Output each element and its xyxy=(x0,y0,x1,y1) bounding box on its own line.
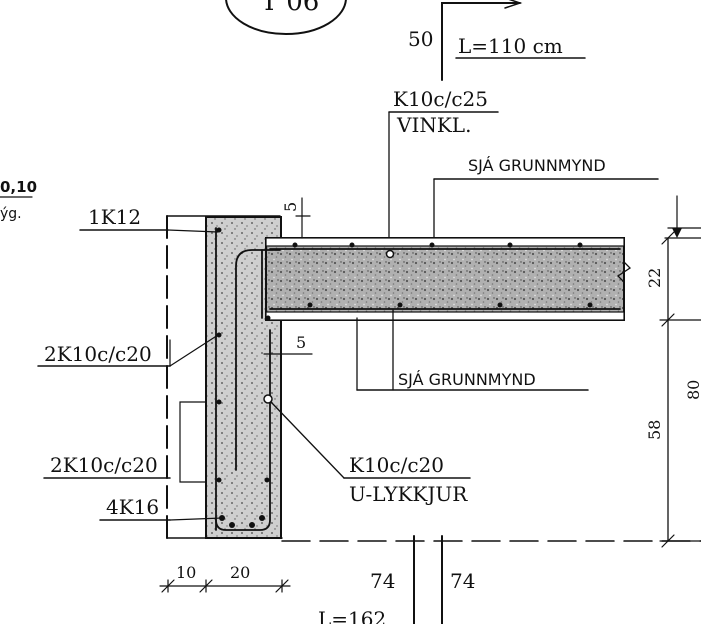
u-lykkjur-callout: K10c/c20 U-LYKKJUR xyxy=(270,401,471,506)
k10-c20-upper-label: 2K10c/c20 xyxy=(44,342,152,366)
k16-callout: 4K16 xyxy=(99,495,223,521)
k10-c20-lower-callout: 2K10c/c20 xyxy=(43,453,171,479)
top-bar-shape: 50 L=110 cm xyxy=(408,0,586,81)
cover-mid-dim: 5 xyxy=(263,333,313,363)
cover-mid-label: 5 xyxy=(296,333,306,352)
cover-top-label: 5 xyxy=(281,202,300,212)
grunnmynd-top-label: SJÁ GRUNNMYND xyxy=(468,156,606,175)
bottom-bar-shape: 74 74 L=162 xyxy=(318,535,475,624)
bottom-dimensions: 10 20 xyxy=(159,563,291,593)
slab-concrete xyxy=(265,237,625,321)
k12-label: 1K12 xyxy=(88,205,141,229)
slab-rebars xyxy=(269,242,621,310)
cut-left-top: 0,10 xyxy=(0,178,37,196)
bottom-qty-right: 74 xyxy=(450,569,475,593)
k10-c25-label: K10c/c25 xyxy=(393,87,488,111)
k16-label: 4K16 xyxy=(106,495,159,519)
grunnmynd-bottom-label: SJÁ GRUNNMYND xyxy=(398,370,536,389)
u-lykkjur-label: U-LYKKJUR xyxy=(349,482,468,506)
bottom-qty-left: 74 xyxy=(370,569,395,593)
vinkl-callout: K10c/c25 VINKL. xyxy=(388,87,499,255)
dim-22: 22 xyxy=(645,268,664,288)
u-bar-label: K10c/c20 xyxy=(349,453,444,477)
right-dimensions: 22 58 80 xyxy=(645,195,701,548)
wall-rebars xyxy=(215,227,281,531)
bottom-length: L=162 xyxy=(318,607,386,624)
vinkl-label: VINKL. xyxy=(396,113,471,137)
k10-c20-upper-callout: 2K10c/c20 xyxy=(37,334,219,367)
dim-20: 20 xyxy=(230,563,250,582)
top-bar-qty: 50 xyxy=(408,27,433,51)
dim-10: 10 xyxy=(176,563,196,582)
cut-left-bottom: ýg. xyxy=(0,206,22,222)
top-bar-length: L=110 cm xyxy=(458,34,563,58)
bubble-label: T 06 xyxy=(261,0,320,17)
dim-58: 58 xyxy=(645,420,664,440)
grunnmynd-bottom-callout: SJÁ GRUNNMYND xyxy=(356,309,589,391)
dim-80: 80 xyxy=(684,380,701,400)
k12-callout: 1K12 xyxy=(79,205,219,233)
grunnmynd-top-callout: SJÁ GRUNNMYND xyxy=(433,156,659,251)
detail-bubble: T 06 xyxy=(225,0,347,35)
k10-c20-lower-label: 2K10c/c20 xyxy=(50,453,158,477)
cover-top-dim: 5 xyxy=(281,197,311,239)
